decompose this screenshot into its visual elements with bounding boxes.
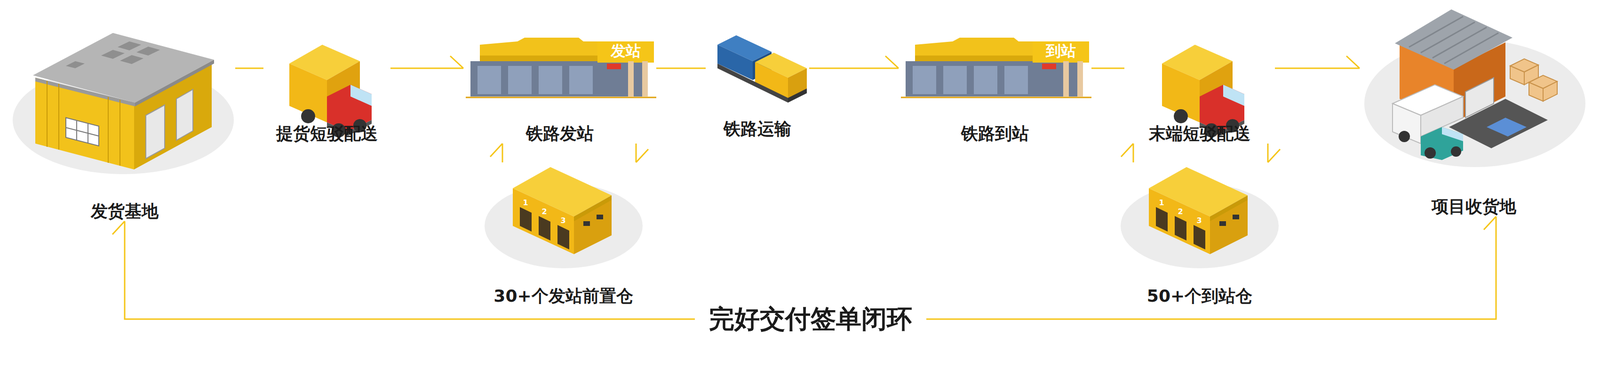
departure-station-illustration [465,37,657,98]
flow-connector [501,143,504,163]
node-label: 提货短驳配送 [274,123,380,144]
flow-connector [390,67,464,70]
door-number: 1 [1158,199,1164,207]
door-number: 2 [541,207,547,216]
node-label: 末端短驳配送 [1146,123,1253,144]
flow-connector [635,143,637,163]
flow-connector [1274,67,1360,70]
node-label: 铁路到站 [959,123,1031,144]
node-label: 铁路运输 [721,118,794,139]
door-number: 2 [1177,207,1183,216]
train-illustration [717,35,807,103]
node-label: 项目收货地 [1429,196,1519,217]
door-number: 1 [522,199,528,207]
door-number: 3 [560,216,566,225]
pre-warehouse: 30+个发站前置仓 [484,162,643,306]
pre-warehouse-illustration [484,167,643,269]
rail-transport: 铁路运输 [705,28,810,139]
delivery-truck: 末端短驳配送 [1124,42,1275,144]
pickup-truck: 提货短驳配送 [263,42,391,144]
node-label: 发货基地 [88,200,161,222]
shipping-base: 发货基地 [14,14,236,222]
arrival-warehouse: 50+个到站仓 [1122,162,1278,306]
truck-illustration [1162,44,1245,138]
flow-connector [235,67,264,70]
flow-connector [809,67,899,70]
station-sign: 发站 [610,43,641,59]
node-label: 50+个到站仓 [1145,285,1255,306]
loop-label: 完好交付签单闭环 [694,302,927,337]
arrival-station-illustration [900,37,1092,98]
door-number: 3 [1196,216,1202,225]
node-label: 30+个发站前置仓 [491,285,635,306]
flow-connector [1267,143,1269,163]
truck-illustration [289,44,372,138]
station-sign: 到站 [1045,43,1076,59]
flow-connector [1091,67,1125,70]
flow-connector [656,67,706,70]
arrival-warehouse-illustration [1120,167,1279,269]
flow-connector [1132,143,1135,163]
node-label: 铁路发站 [524,123,596,144]
destination: 项目收货地 [1359,2,1588,217]
destination-illustration [1364,9,1586,168]
shipping-base-illustration [12,32,234,175]
